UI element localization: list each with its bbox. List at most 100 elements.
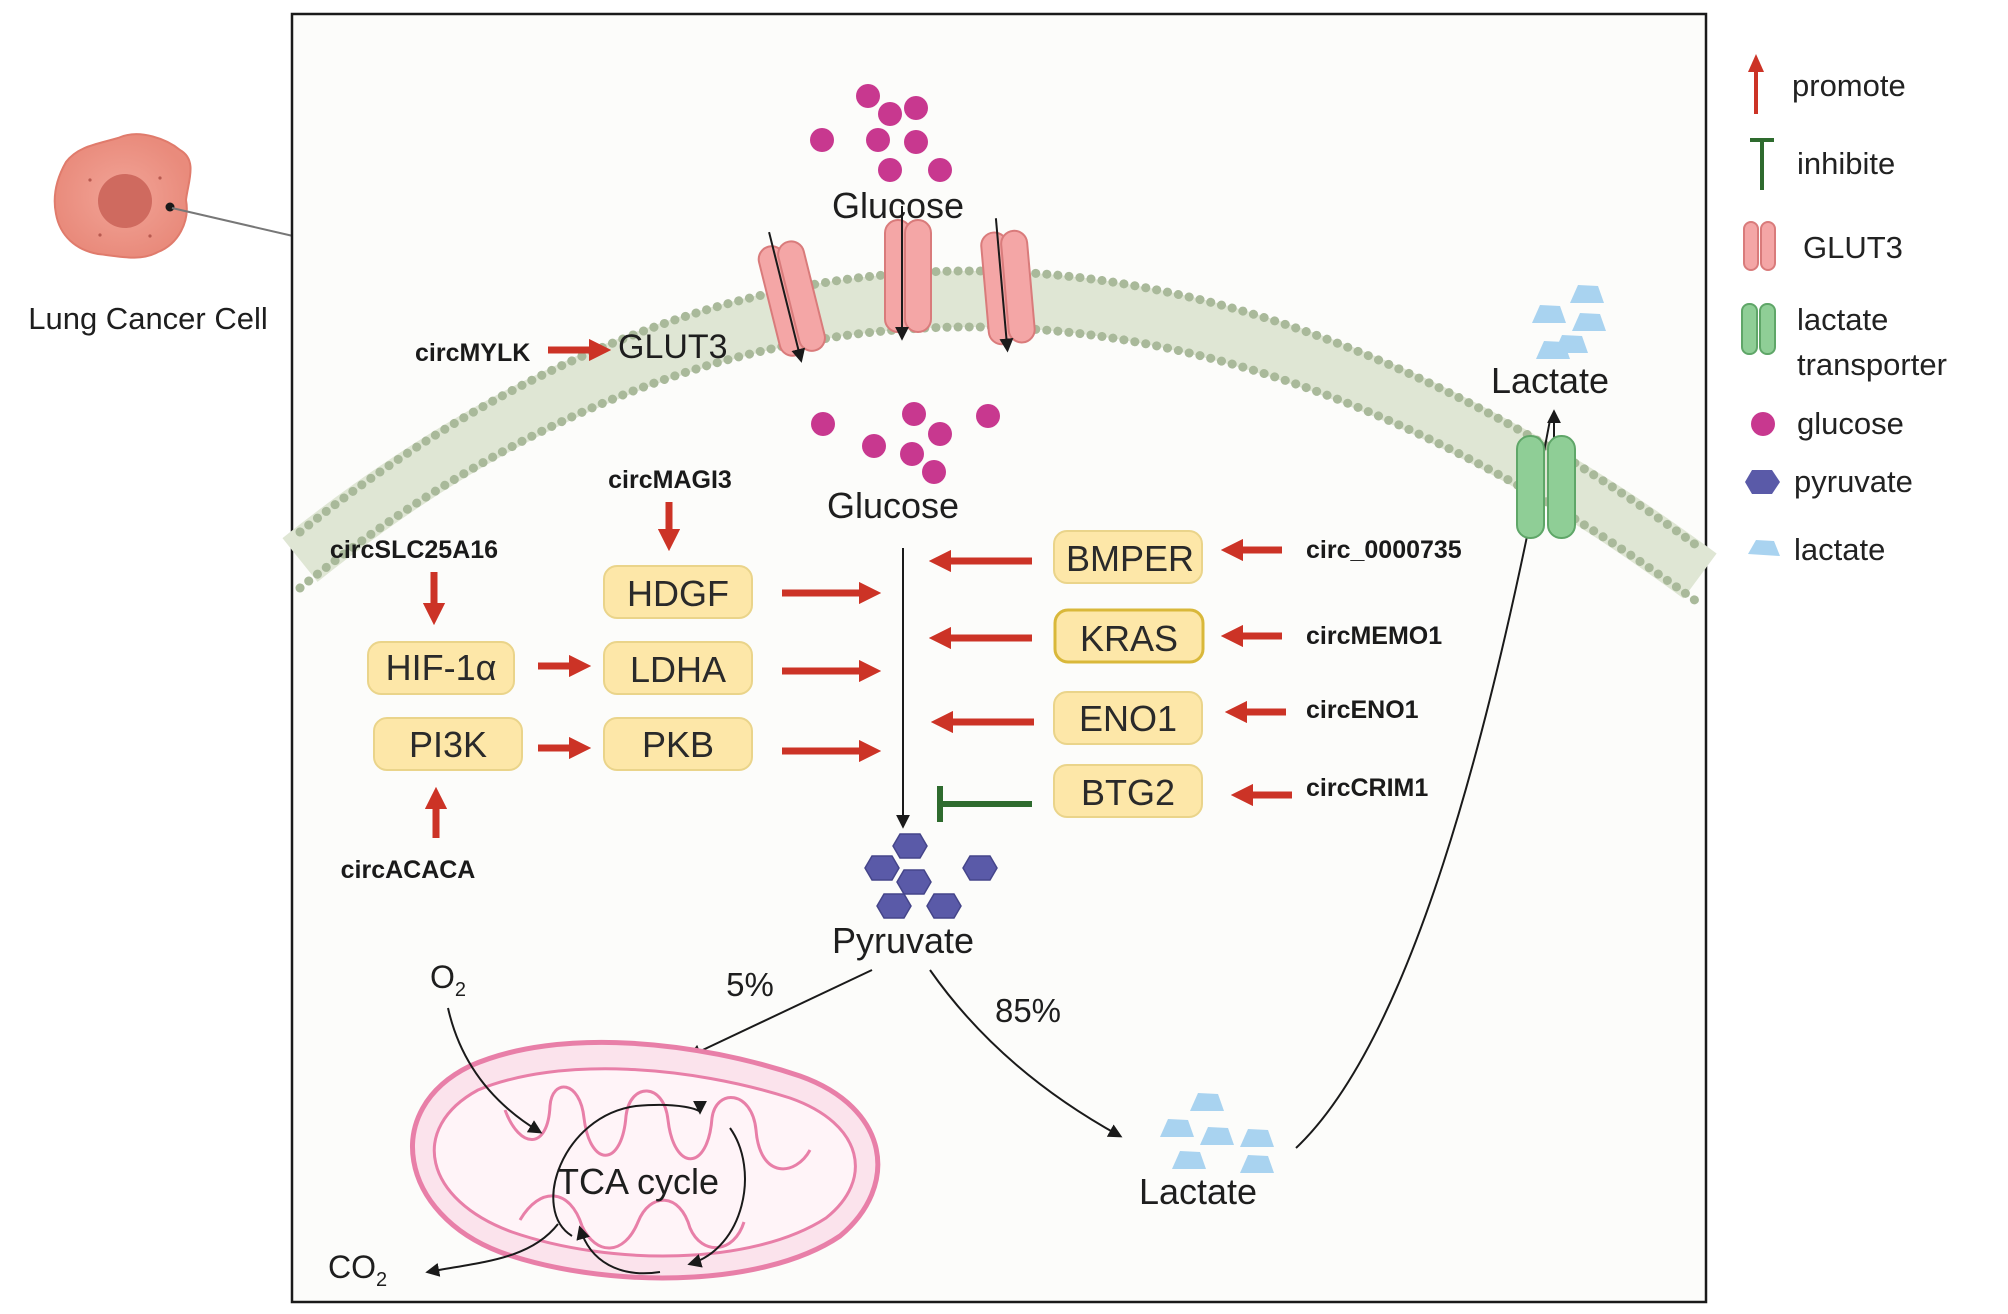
pyruvate-to-lactate-arrow: [929, 969, 1123, 1138]
circ-magi3-label: circMAGI3: [608, 466, 732, 494]
glucose-molecules-inside: [811, 402, 1000, 484]
left-promote-arrows: [422, 502, 882, 838]
legend-glut3-icon: [1743, 221, 1776, 271]
glut3-channels: [757, 206, 1036, 363]
glucose-inside-label: Glucose: [827, 485, 959, 526]
pyruvate-hexagon: [926, 893, 962, 919]
glut3-channel: [757, 231, 826, 363]
pyruvate-label: Pyruvate: [832, 920, 974, 961]
ldha-box: LDHA: [603, 641, 753, 695]
pyruvate-hexagon: [892, 833, 928, 859]
glut3-label: GLUT3: [618, 328, 728, 366]
circ-mylk-label: circMYLK: [415, 339, 530, 367]
lactate-shard: [1172, 1151, 1206, 1169]
kras-box: KRAS: [1053, 608, 1205, 664]
lactate-shard: [1190, 1093, 1224, 1111]
svg-text:HIF-1α: HIF-1α: [386, 647, 497, 688]
lactate-shard: [1160, 1119, 1194, 1137]
legend-pyruvate-icon: [1745, 470, 1780, 494]
lactate-shard: [1532, 305, 1566, 323]
legend-pyruvate-label: pyruvate: [1794, 464, 1913, 499]
pyruvate-hexagon: [864, 855, 900, 881]
glucose-dot: [904, 96, 928, 120]
circ-crim1-label: circCRIM1: [1306, 774, 1428, 802]
co2-arrow: [425, 1223, 559, 1277]
legend-glucose-label: glucose: [1797, 406, 1904, 441]
glut3-channel: [884, 206, 932, 341]
circ-eno1-label: circENO1: [1306, 696, 1419, 724]
btg2-inhibit-arrow: [937, 786, 1032, 822]
lactate-outside-label: Lactate: [1491, 360, 1609, 401]
pyruvate-to-tca-arrow: [687, 969, 873, 1058]
bmper-box: BMPER: [1053, 530, 1203, 584]
lactate-shard: [1240, 1155, 1274, 1173]
glucose-dot: [904, 130, 928, 154]
pyruvate-hexagon: [962, 855, 998, 881]
circ-acaca-label: circACACA: [341, 856, 476, 884]
pyruvate-molecules: [864, 833, 998, 919]
svg-text:BTG2: BTG2: [1081, 772, 1175, 813]
lung-cancer-cell-icon: [53, 133, 192, 259]
glucose-dot: [856, 84, 880, 108]
btg2-box: BTG2: [1053, 764, 1203, 818]
glucose-dot: [922, 460, 946, 484]
lactate-shard: [1570, 285, 1604, 303]
svg-text:PI3K: PI3K: [409, 724, 487, 765]
lactate-shard: [1200, 1127, 1234, 1145]
legend-glucose-icon: [1751, 412, 1775, 436]
glucose-molecules-outside: [810, 84, 952, 182]
svg-text:ENO1: ENO1: [1079, 698, 1177, 739]
lactate-shard: [1240, 1129, 1274, 1147]
glucose-dot: [900, 442, 924, 466]
circ-slc25a16-label: circSLC25A16: [330, 536, 498, 564]
pyruvate-hexagon: [896, 869, 932, 895]
lactate-molecules-inside: [1160, 1093, 1274, 1173]
cell-label: Lung Cancer Cell: [28, 301, 268, 336]
legend-transporter-label-2: transporter: [1797, 347, 1947, 382]
glucose-dot: [928, 422, 952, 446]
lactate-inside-label: Lactate: [1139, 1171, 1257, 1212]
glucose-dot: [862, 434, 886, 458]
o2-arrow: [447, 1007, 543, 1134]
svg-text:PKB: PKB: [642, 724, 714, 765]
legend-inhibite-label: inhibite: [1797, 146, 1895, 181]
co2-label: CO2: [328, 1249, 387, 1291]
right-promote-arrows: [928, 538, 1292, 807]
legend-promote-label: promote: [1792, 68, 1906, 103]
pct-tca-label: 5%: [726, 966, 774, 1003]
lactate-export-arrow: [1295, 419, 1551, 1149]
cell-membrane: [282, 266, 1717, 609]
o2-label: O2: [430, 959, 466, 1001]
svg-text:LDHA: LDHA: [630, 649, 726, 690]
legend-transporter-icon: [1741, 303, 1776, 355]
mitochondrion: [410, 1039, 881, 1281]
pct-lactate-label: 85%: [995, 992, 1061, 1029]
glucose-dot: [810, 128, 834, 152]
hif1a-box: HIF-1α: [367, 641, 515, 695]
tca-cycle-arrows: [552, 1100, 746, 1275]
glucose-dot: [928, 158, 952, 182]
legend-lactate-label: lactate: [1794, 532, 1885, 567]
glucose-dot: [866, 128, 890, 152]
pkb-box: PKB: [603, 717, 753, 771]
legend-lactate-icon: [1748, 540, 1780, 556]
glucose-dot: [878, 102, 902, 126]
glucose-dot: [811, 412, 835, 436]
legend-promote-icon: [1748, 54, 1764, 114]
legend-inhibit-icon: [1750, 138, 1774, 190]
lactate-shard: [1536, 341, 1570, 359]
circ-memo1-label: circMEMO1: [1306, 622, 1442, 650]
glucose-dot: [878, 158, 902, 182]
lactate-shard: [1572, 313, 1606, 331]
svg-text:HDGF: HDGF: [627, 573, 729, 614]
lactate-transporter: [1516, 435, 1576, 539]
tca-cycle-label: TCA cycle: [557, 1161, 719, 1202]
pyruvate-hexagon: [876, 893, 912, 919]
cell-pointer-line: [171, 207, 294, 237]
glut3-channel: [980, 218, 1036, 353]
legend: promote inhibite GLUT3 lactate transport…: [1741, 54, 1947, 567]
svg-text:KRAS: KRAS: [1080, 618, 1178, 659]
hdgf-box: HDGF: [603, 565, 753, 619]
svg-text:BMPER: BMPER: [1066, 538, 1194, 579]
